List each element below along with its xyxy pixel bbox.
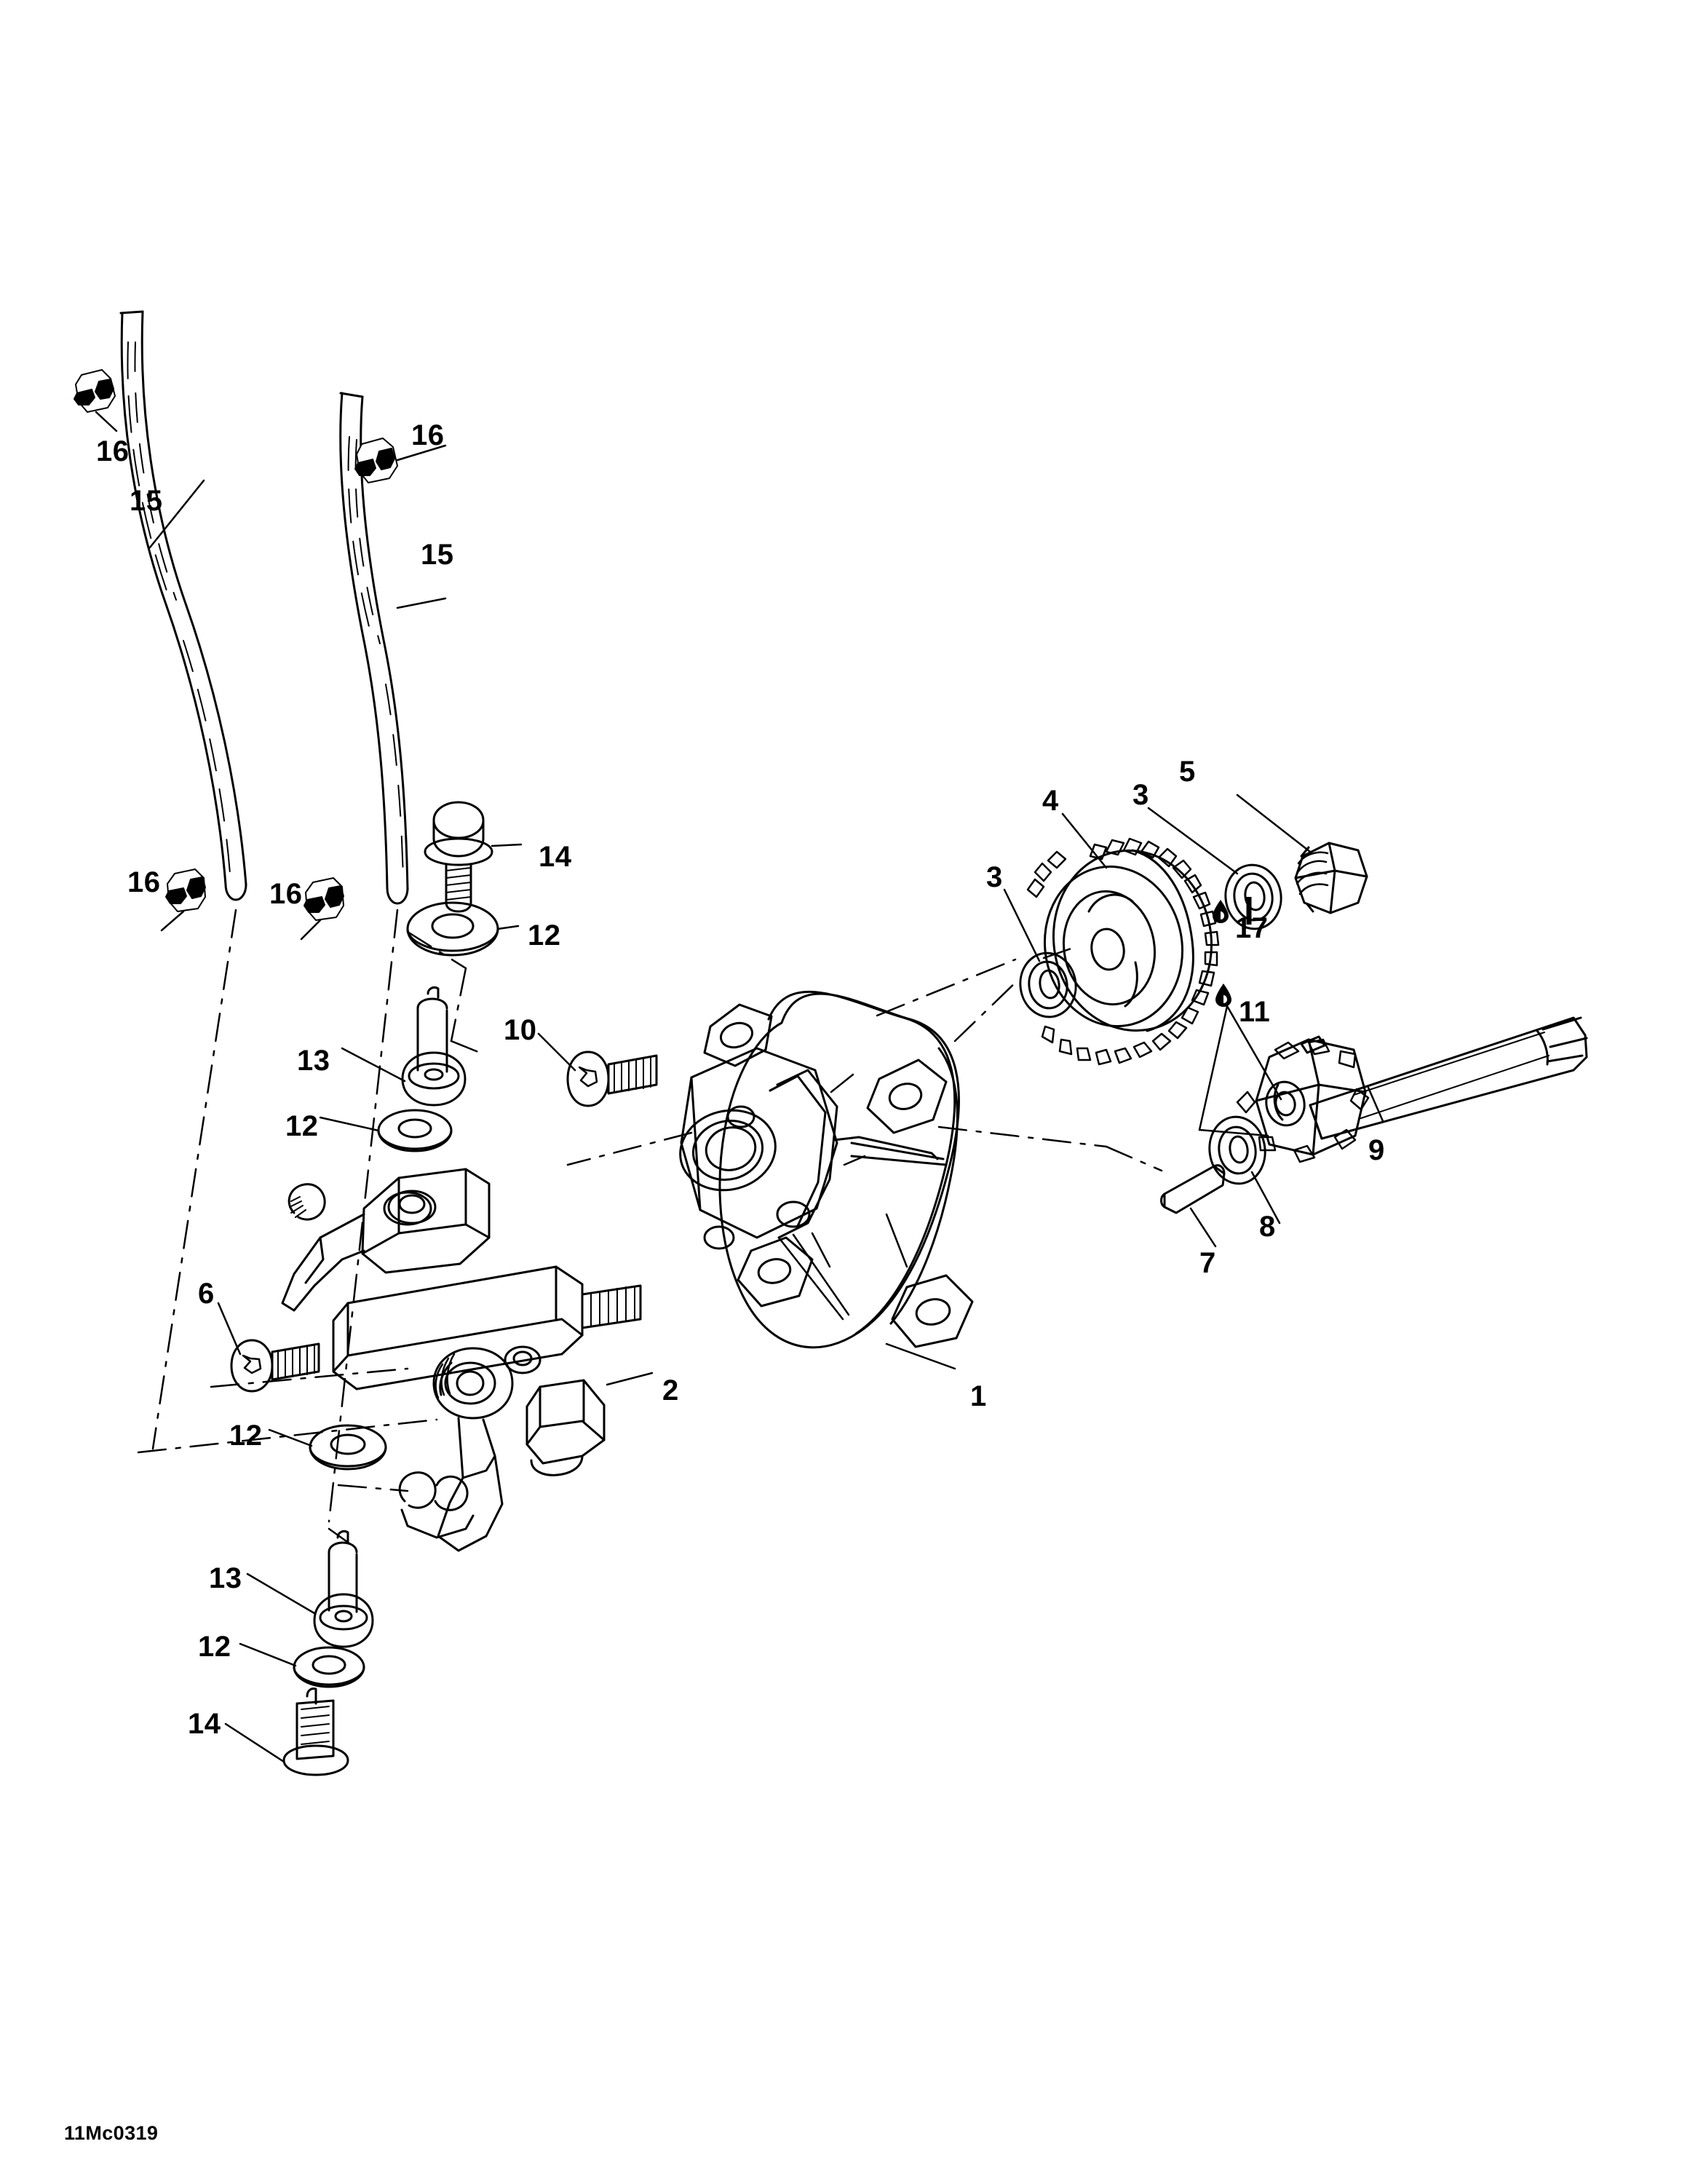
leader-4 — [1061, 812, 1108, 869]
leader-11-c — [1198, 1128, 1269, 1137]
gerotor-rotor-set — [1236, 1035, 1370, 1163]
pump-shaft — [1309, 1016, 1588, 1140]
callout-17[interactable]: 17 — [1235, 912, 1269, 944]
callout-14-lower[interactable]: 14 — [188, 1708, 221, 1740]
leader-10 — [537, 1032, 576, 1072]
callout-10[interactable]: 10 — [504, 1014, 537, 1046]
leader-13-upper — [341, 1047, 406, 1083]
callout-5[interactable]: 5 — [1179, 756, 1196, 788]
assembly-centerlines — [137, 909, 1163, 1545]
leader-13-lower — [246, 1572, 316, 1615]
callout-6[interactable]: 6 — [198, 1278, 215, 1310]
callout-12-lower2[interactable]: 12 — [198, 1631, 231, 1663]
callout-12-upper[interactable]: 12 — [528, 919, 561, 951]
callout-12-midleft[interactable]: 12 — [285, 1110, 319, 1142]
thrust-washer-left — [1019, 951, 1077, 1018]
leader-14-upper — [491, 843, 523, 847]
leader-3-right — [1147, 807, 1239, 875]
callout-1[interactable]: 1 — [970, 1380, 987, 1412]
leader-15-left — [148, 479, 205, 549]
leader-16-lower-right — [300, 919, 322, 941]
drive-pin — [1160, 1164, 1226, 1214]
callout-3-right[interactable]: 3 — [1132, 779, 1149, 811]
washer-8 — [1208, 1115, 1266, 1185]
pump-housing-cover — [679, 990, 974, 1349]
callout-13-lower[interactable]: 13 — [209, 1562, 242, 1594]
leader-16-lower-left — [160, 910, 185, 932]
leader-5 — [1236, 794, 1312, 853]
callout-12-lower1[interactable]: 12 — [229, 1420, 263, 1452]
leader-8 — [1250, 1171, 1281, 1224]
callout-8[interactable]: 8 — [1259, 1211, 1276, 1243]
drive-gear — [1026, 837, 1220, 1066]
callout-2[interactable]: 2 — [662, 1374, 679, 1406]
screw-10 — [566, 1051, 658, 1107]
callout-16-upper-right[interactable]: 16 — [411, 419, 445, 451]
leader-9 — [1367, 1086, 1384, 1123]
leader-11-b — [1226, 1005, 1282, 1101]
callout-16-lower-right[interactable]: 16 — [269, 878, 303, 910]
callout-11[interactable]: 11 — [1239, 996, 1271, 1028]
callout-14-upper[interactable]: 14 — [539, 841, 572, 873]
leader-14-lower — [224, 1722, 285, 1763]
rubber-grommet-lower — [313, 1530, 374, 1648]
leader-12-midleft — [319, 1116, 380, 1132]
callout-4[interactable]: 4 — [1042, 785, 1059, 817]
callout-13-upper[interactable]: 13 — [297, 1045, 330, 1077]
hose-clamp-lower-left — [165, 869, 206, 912]
oil-drop-icon-17 — [1213, 900, 1229, 923]
callout-7[interactable]: 7 — [1199, 1247, 1216, 1279]
screw-6 — [230, 1339, 320, 1393]
callout-16-lower-left[interactable]: 16 — [127, 866, 161, 898]
callout-3-left[interactable]: 3 — [986, 861, 1003, 893]
hose-clamp-lower-right — [304, 877, 344, 921]
leader-12-lower2 — [239, 1642, 297, 1667]
leader-11-a — [1198, 1005, 1229, 1131]
oil-drop-icon-11 — [1215, 984, 1231, 1007]
callout-15-right[interactable]: 15 — [421, 539, 454, 571]
callout-16-upper-left[interactable]: 16 — [96, 435, 130, 467]
leader-3-left — [1003, 888, 1041, 962]
leader-16-upper-right — [396, 444, 447, 462]
leader-15-right — [396, 597, 447, 609]
leader-2 — [606, 1372, 654, 1386]
oil-pump-body — [281, 1168, 642, 1552]
rubber-grommet-upper — [401, 986, 467, 1107]
callout-9[interactable]: 9 — [1368, 1134, 1385, 1166]
leader-6 — [217, 1302, 242, 1356]
leader-1 — [885, 1342, 956, 1370]
lock-nut — [1294, 842, 1368, 914]
flange-bolt-upper — [424, 801, 493, 913]
oil-hose-left — [119, 310, 247, 901]
hose-clamp-upper-left — [74, 369, 116, 413]
leader-12-lower1 — [268, 1428, 313, 1447]
washer-12-lower1 — [309, 1424, 387, 1471]
hose-clamp-upper-right — [354, 438, 398, 483]
washer-12-midleft — [377, 1109, 453, 1152]
leader-16-upper-left — [95, 411, 118, 432]
thrust-washer-right — [1224, 863, 1282, 930]
flange-bolt-lower — [282, 1688, 349, 1776]
drawing-reference-code: 11Mc0319 — [64, 2122, 159, 2144]
washer-12-lower2 — [293, 1646, 365, 1688]
leader-12-upper — [496, 925, 520, 930]
leader-7 — [1189, 1207, 1217, 1248]
callout-15-left[interactable]: 15 — [130, 485, 163, 517]
